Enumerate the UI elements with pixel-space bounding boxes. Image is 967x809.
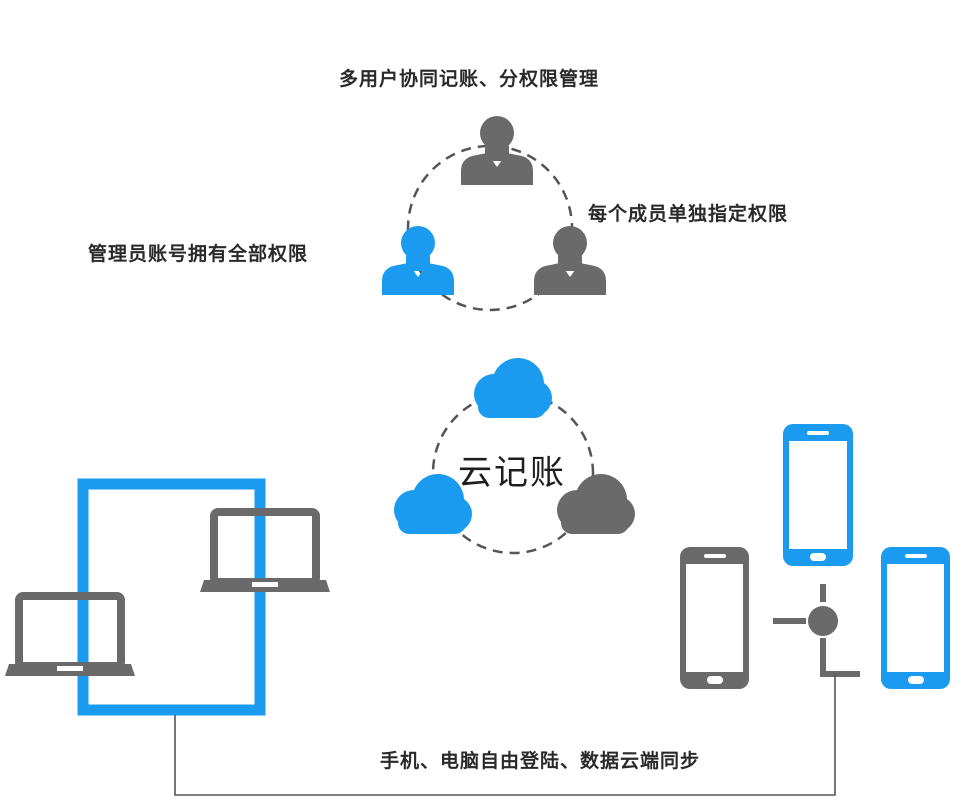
person-icon-admin [382,226,454,295]
phone-icon-gray [680,547,749,689]
laptop-icon-right [200,508,330,592]
phone-icon-blue-top [783,424,853,566]
label-sync: 手机、电脑自由登陆、数据云端同步 [380,750,701,772]
label-member-permission: 每个成员单独指定权限 [588,203,789,225]
connector-hub [808,606,838,636]
label-admin-permission: 管理员账号拥有全部权限 [88,243,309,265]
cloud-icon-top [474,358,552,418]
phone-icon-blue-bottom [881,547,950,689]
label-multi-user: 多用户协同记账、分权限管理 [339,68,600,90]
laptop-icon-left [5,592,135,676]
cloud-title: 云记账 [458,453,566,493]
sync-bracket-line [174,674,836,796]
phone-connector [773,584,860,677]
cloud-icon-right [557,474,635,534]
person-icon-top [461,116,533,185]
person-icon-member [534,226,606,295]
